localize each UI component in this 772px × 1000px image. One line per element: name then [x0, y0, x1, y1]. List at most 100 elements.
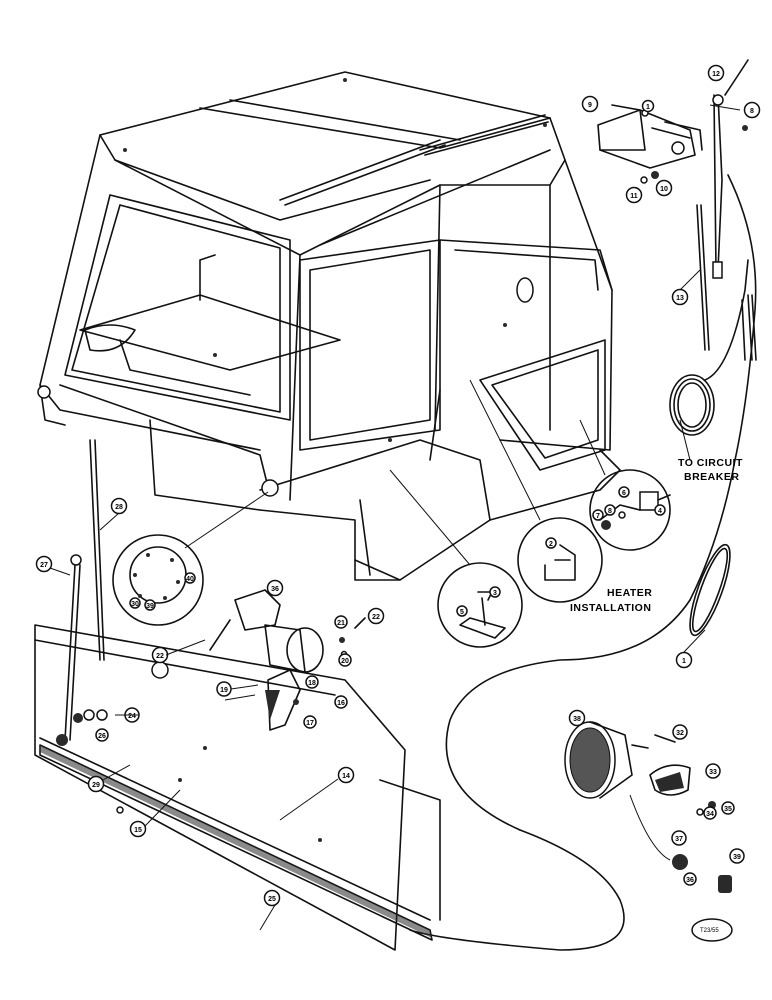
callout-14: 14 — [337, 766, 355, 784]
callout-12: 12 — [707, 64, 725, 82]
svg-text:4: 4 — [658, 508, 662, 515]
svg-text:25: 25 — [268, 896, 276, 903]
callout-36: 36 — [266, 579, 284, 597]
svg-text:34: 34 — [706, 811, 714, 818]
svg-text:10: 10 — [660, 186, 668, 193]
callout-37: 37 — [671, 830, 687, 846]
callout-36b: 36 — [683, 872, 697, 886]
breaker-label: BREAKER — [684, 471, 739, 483]
callout-10: 10 — [655, 179, 673, 197]
svg-text:27: 27 — [40, 562, 48, 569]
detail-circle-2 — [517, 517, 603, 603]
callout-20: 20 — [338, 653, 352, 667]
work-light — [564, 721, 733, 942]
callout-7: 7 — [592, 509, 604, 521]
svg-text:24: 24 — [128, 713, 136, 720]
callout-13: 13 — [671, 288, 689, 306]
heater-blower — [73, 589, 366, 731]
callout-1b: 1 — [675, 651, 693, 669]
callout-19: 19 — [216, 681, 232, 697]
callout-3: 3 — [489, 586, 501, 598]
svg-text:2: 2 — [549, 541, 553, 548]
callout-25: 25 — [263, 889, 281, 907]
svg-text:14: 14 — [342, 773, 350, 780]
callout-22b: 22 — [151, 646, 169, 664]
svg-text:8: 8 — [750, 108, 754, 115]
callout-40: 40 — [184, 572, 196, 584]
heater-label: HEATER — [607, 587, 652, 599]
svg-text:37: 37 — [675, 836, 683, 843]
svg-text:32: 32 — [676, 730, 684, 737]
svg-text:9: 9 — [588, 102, 592, 109]
svg-text:12: 12 — [712, 71, 720, 78]
cab-frame — [37, 71, 621, 581]
catalog-number: T23/55 — [700, 928, 719, 934]
svg-text:1: 1 — [646, 104, 650, 111]
callout-29: 29 — [87, 775, 105, 793]
callout-18: 18 — [305, 675, 319, 689]
svg-text:15: 15 — [134, 827, 142, 834]
svg-text:30: 30 — [131, 601, 139, 608]
svg-text:5: 5 — [460, 609, 464, 616]
callout-8b: 8 — [604, 504, 616, 516]
heater-hose-and-cable — [409, 174, 757, 951]
svg-text:39: 39 — [733, 854, 741, 861]
side-panel — [34, 624, 441, 951]
callout-38: 38 — [568, 709, 586, 727]
callout-21: 21 — [334, 615, 348, 629]
callout-5: 5 — [456, 605, 468, 617]
svg-text:6: 6 — [622, 490, 626, 497]
to-circuit-label: TO CIRCUIT — [678, 457, 743, 469]
svg-text:13: 13 — [676, 295, 684, 302]
svg-text:7: 7 — [596, 513, 600, 520]
callout-labels: 9 1 12 8 11 10 13 4 6 7 8 2 3 5 1 28 27 … — [35, 64, 761, 907]
callout-26: 26 — [95, 728, 109, 742]
callout-1: 1 — [641, 99, 655, 113]
svg-text:29: 29 — [92, 782, 100, 789]
callout-35: 35 — [721, 801, 735, 815]
callout-2: 2 — [545, 537, 557, 549]
svg-text:20: 20 — [341, 658, 349, 665]
detail-circle-3-5 — [437, 562, 523, 648]
svg-text:35: 35 — [724, 806, 732, 813]
callout-22a: 22 — [367, 607, 385, 625]
installation-label: INSTALLATION — [570, 602, 651, 614]
callout-34: 34 — [703, 806, 717, 820]
svg-text:22: 22 — [156, 653, 164, 660]
svg-text:33: 33 — [709, 769, 717, 776]
svg-text:8: 8 — [608, 508, 612, 515]
svg-text:38: 38 — [573, 716, 581, 723]
callout-15: 15 — [129, 820, 147, 838]
svg-text:40: 40 — [186, 576, 194, 583]
svg-text:11: 11 — [630, 193, 638, 200]
cab-parts-left — [56, 439, 105, 746]
callout-9: 9 — [581, 95, 599, 113]
callout-30: 30 — [129, 597, 141, 609]
callout-leaders — [49, 269, 706, 931]
svg-text:1: 1 — [682, 658, 686, 665]
svg-text:19: 19 — [220, 687, 228, 694]
detail-circle-4-8 — [589, 469, 671, 551]
svg-text:22: 22 — [372, 614, 380, 621]
callout-4: 4 — [654, 504, 666, 516]
svg-text:21: 21 — [337, 620, 345, 627]
svg-text:36: 36 — [271, 586, 279, 593]
svg-text:28: 28 — [115, 504, 123, 511]
callout-32: 32 — [672, 724, 688, 740]
svg-text:18: 18 — [308, 680, 316, 687]
callout-17: 17 — [303, 715, 317, 729]
callout-28: 28 — [110, 497, 128, 515]
annotation-labels: TO CIRCUIT BREAKER HEATER INSTALLATION T… — [570, 457, 743, 934]
svg-text:39: 39 — [146, 603, 154, 610]
wiper-motor-assembly — [597, 59, 749, 351]
svg-text:36: 36 — [686, 877, 694, 884]
callout-33: 33 — [705, 763, 721, 779]
callout-11: 11 — [625, 186, 643, 204]
callout-6: 6 — [618, 486, 630, 498]
callout-8: 8 — [743, 101, 761, 119]
callout-16: 16 — [334, 695, 348, 709]
svg-text:17: 17 — [306, 720, 314, 727]
callout-39: 39 — [144, 599, 156, 611]
